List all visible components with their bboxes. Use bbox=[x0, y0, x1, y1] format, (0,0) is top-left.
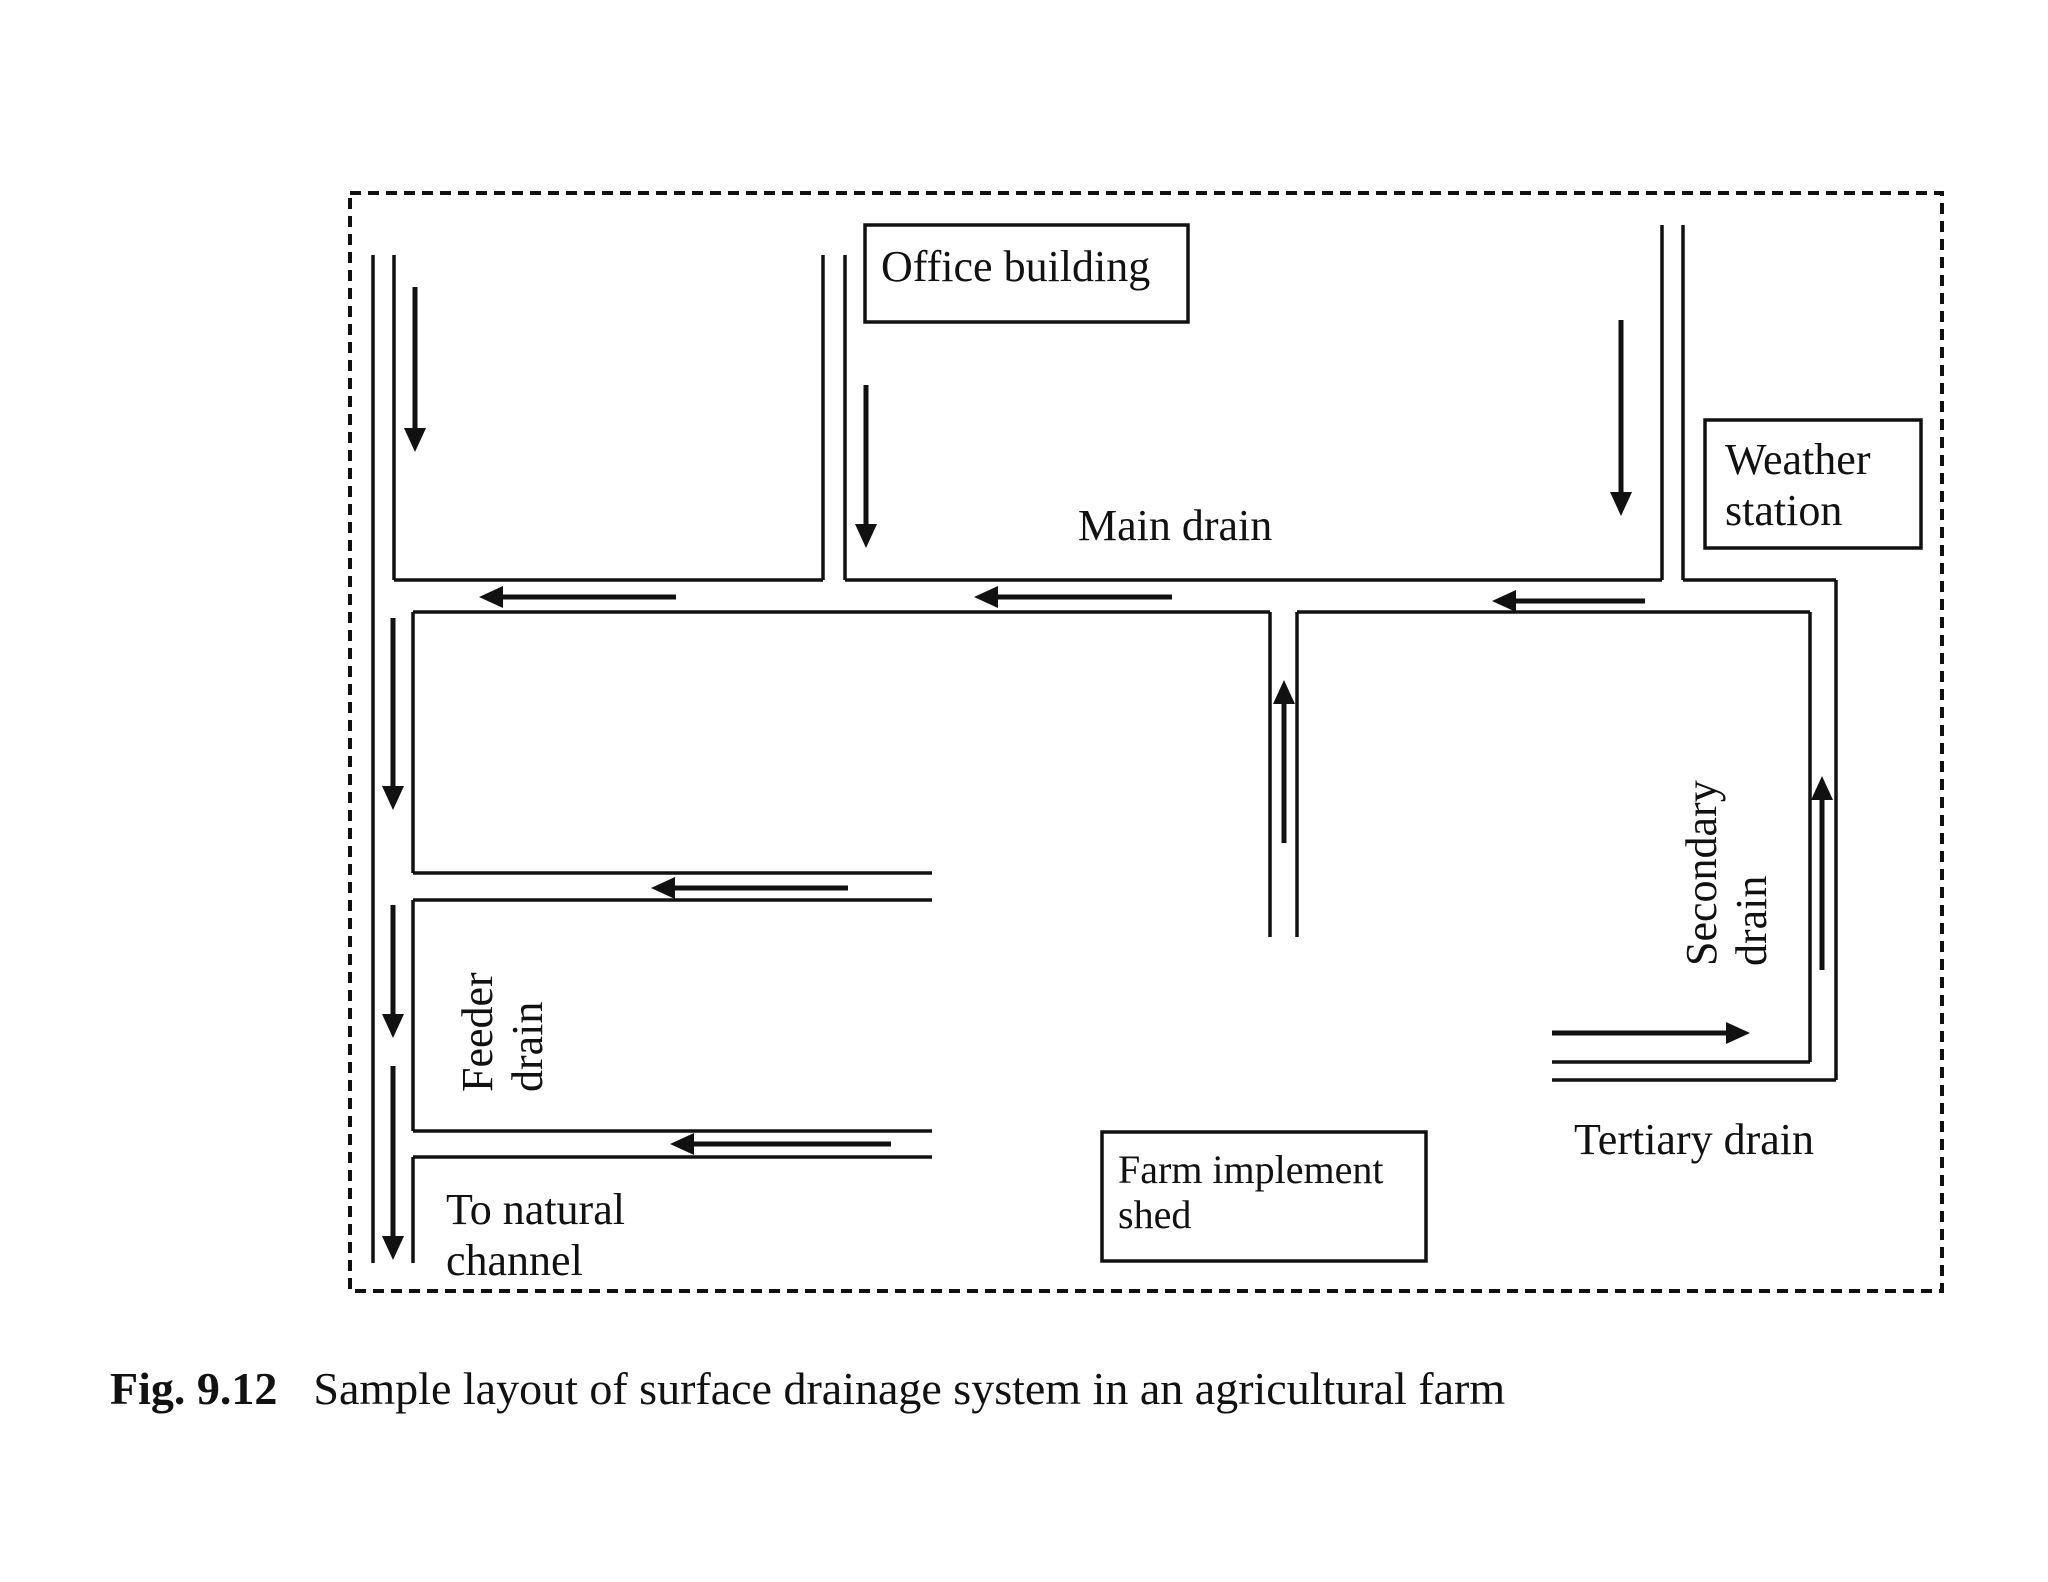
weather-station-label-line2: station bbox=[1725, 486, 1842, 535]
tertiary-drain-label: Tertiary drain bbox=[1574, 1115, 1814, 1164]
arrow-left-icon bbox=[974, 586, 1172, 608]
farm-shed-label-line2: shed bbox=[1118, 1192, 1191, 1237]
weather-station: Weather station bbox=[1703, 418, 1923, 550]
secondary-drain-label: Secondary drain bbox=[1677, 780, 1776, 966]
flow-arrows bbox=[382, 287, 1833, 1260]
arrow-down-icon bbox=[404, 287, 426, 452]
natural-channel-label-line1: To natural bbox=[446, 1185, 625, 1234]
feeder-drain-label: Feeder drain bbox=[453, 972, 552, 1092]
figure-caption: Fig. 9.12 Sample layout of surface drain… bbox=[110, 1363, 1505, 1414]
arrow-down-icon bbox=[1610, 320, 1632, 516]
figure-caption-text: Sample layout of surface drainage system… bbox=[313, 1363, 1505, 1414]
arrow-down-icon bbox=[382, 905, 404, 1038]
natural-channel-label-line2: channel bbox=[446, 1236, 583, 1285]
secondary-drain-label-line1: Secondary bbox=[1677, 780, 1726, 966]
arrow-left-icon bbox=[670, 1133, 891, 1155]
drain-channels bbox=[371, 225, 1838, 1263]
arrow-down-icon bbox=[382, 1066, 404, 1260]
secondary-drain-label-line2: drain bbox=[1727, 876, 1776, 966]
figure-number: Fig. 9.12 bbox=[110, 1363, 277, 1414]
feeder-drain-label-line1: Feeder bbox=[453, 972, 502, 1092]
farm-boundary bbox=[348, 191, 1944, 1293]
office-building: Office building bbox=[863, 223, 1190, 324]
weather-station-label-line1: Weather bbox=[1725, 435, 1871, 484]
farm-shed-label-line1: Farm implement bbox=[1118, 1147, 1384, 1192]
arrow-left-icon bbox=[1492, 590, 1645, 612]
arrow-up-icon bbox=[1273, 680, 1295, 843]
farm-implement-shed: Farm implement shed bbox=[1100, 1130, 1428, 1263]
feeder-drain-label-line2: drain bbox=[503, 1002, 552, 1092]
main-drain-label: Main drain bbox=[1078, 501, 1272, 550]
arrow-up-icon bbox=[1811, 776, 1833, 970]
arrow-right-icon bbox=[1552, 1022, 1750, 1044]
arrow-down-icon bbox=[382, 618, 404, 810]
office-building-label: Office building bbox=[881, 242, 1150, 291]
arrow-down-icon bbox=[855, 385, 877, 548]
arrow-left-icon bbox=[651, 877, 848, 899]
arrow-left-icon bbox=[479, 586, 676, 608]
